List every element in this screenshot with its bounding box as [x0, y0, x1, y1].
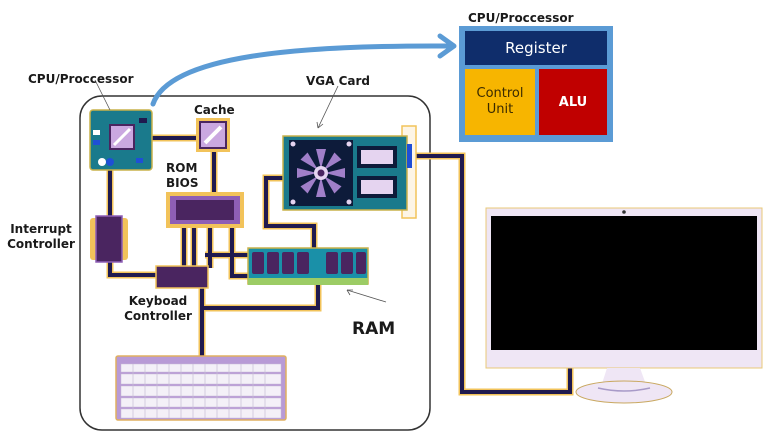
control-unit-line2: Unit	[486, 102, 514, 117]
vga-card-icon	[282, 125, 417, 219]
alu-block: ALU	[539, 69, 607, 135]
monitor-icon	[485, 207, 763, 404]
vga-card-label: VGA Card	[306, 74, 371, 88]
arrow-icon	[150, 33, 457, 107]
interrupt-controller-chip-icon	[90, 215, 128, 263]
control-unit-block: Control Unit	[465, 69, 535, 135]
cpu-detail-title: CPU/Proccessor	[468, 11, 574, 25]
keyboard-icon	[115, 355, 287, 421]
bus-lines	[106, 134, 574, 396]
cpu-label: CPU/Proccessor	[28, 72, 134, 86]
keyboard-controller-chip-icon	[155, 265, 209, 289]
cache-label: Cache	[194, 103, 235, 117]
rom-label: ROM	[166, 161, 198, 175]
ram-label: RAM	[352, 319, 396, 339]
motherboard-outline	[79, 95, 431, 431]
interrupt-label-line2: Controller	[7, 237, 75, 251]
label-pointers	[94, 79, 387, 303]
keyboard-controller-label-line1: Keyboad	[128, 294, 188, 308]
control-unit-line1: Control	[476, 86, 524, 101]
rom-bios-chip-icon	[166, 192, 244, 228]
register-block: Register	[465, 31, 607, 65]
cpu-detail-box: Register Control Unit ALU	[459, 26, 613, 142]
keyboard-controller-label-line2: Controller	[124, 309, 192, 323]
bios-label: BIOS	[166, 176, 199, 190]
ram-module-icon	[247, 247, 369, 285]
cache-chip-icon	[196, 118, 230, 152]
interrupt-label-line1: Interrupt	[10, 222, 72, 236]
cpu-chip-icon	[89, 109, 153, 171]
fan-icon	[297, 149, 345, 197]
